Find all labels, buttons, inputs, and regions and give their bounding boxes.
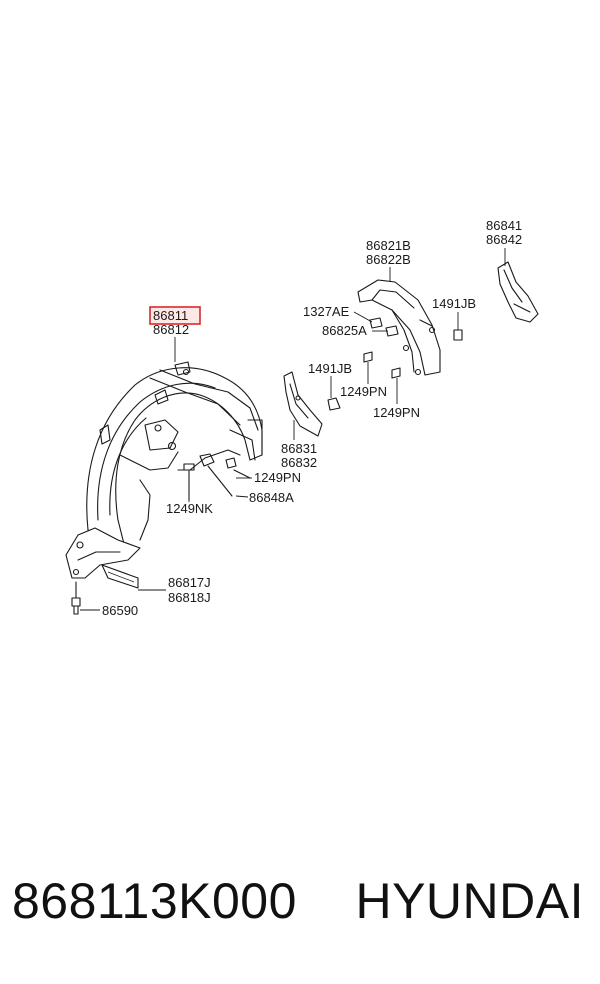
label-86821B[interactable]: 86821B: [366, 238, 411, 253]
highlight-box-86811: [149, 306, 201, 325]
label-1249PN-c[interactable]: 1249PN: [254, 470, 301, 485]
wheel-guard-liner-drawing: [65, 361, 263, 579]
bracket-fasteners-drawing: [327, 317, 463, 411]
mud-flap-plate-drawing: [101, 564, 139, 589]
label-86822B[interactable]: 86822B: [366, 252, 411, 267]
label-86590[interactable]: 86590: [102, 603, 138, 618]
leader-lines: [80, 248, 506, 611]
label-86817J[interactable]: 86817J: [168, 575, 211, 590]
label-86848A[interactable]: 86848A: [249, 490, 294, 505]
label-86812[interactable]: 86812: [153, 322, 189, 337]
label-86818J[interactable]: 86818J: [168, 590, 211, 605]
label-86831[interactable]: 86831: [281, 441, 317, 456]
label-86841[interactable]: 86841: [486, 218, 522, 233]
label-1491JB-mid[interactable]: 1491JB: [308, 361, 352, 376]
part-labels: 86811 86812 86821B 86822B 86841 86842 13…: [102, 218, 522, 618]
footer-brand: HYUNDAI: [355, 873, 584, 929]
label-86825A[interactable]: 86825A: [322, 323, 367, 338]
small-bracket-drawing: [497, 261, 539, 323]
label-86832[interactable]: 86832: [281, 455, 317, 470]
label-86842[interactable]: 86842: [486, 232, 522, 247]
label-1327AE[interactable]: 1327AE: [303, 304, 350, 319]
footer-part-number: 868113K000: [12, 873, 297, 929]
side-plate-drawing: [283, 371, 323, 437]
upper-bracket-drawing: [357, 279, 441, 376]
label-1249NK[interactable]: 1249NK: [166, 501, 213, 516]
grommet-drawing: [71, 581, 81, 615]
label-1249PN-a[interactable]: 1249PN: [340, 384, 387, 399]
label-1249PN-b[interactable]: 1249PN: [373, 405, 420, 420]
label-86811[interactable]: 86811: [153, 308, 188, 323]
footer-caption: 868113K000 HYUNDAI: [0, 872, 600, 952]
label-1491JB-right[interactable]: 1491JB: [432, 296, 476, 311]
liner-fasteners-drawing: [183, 453, 251, 501]
